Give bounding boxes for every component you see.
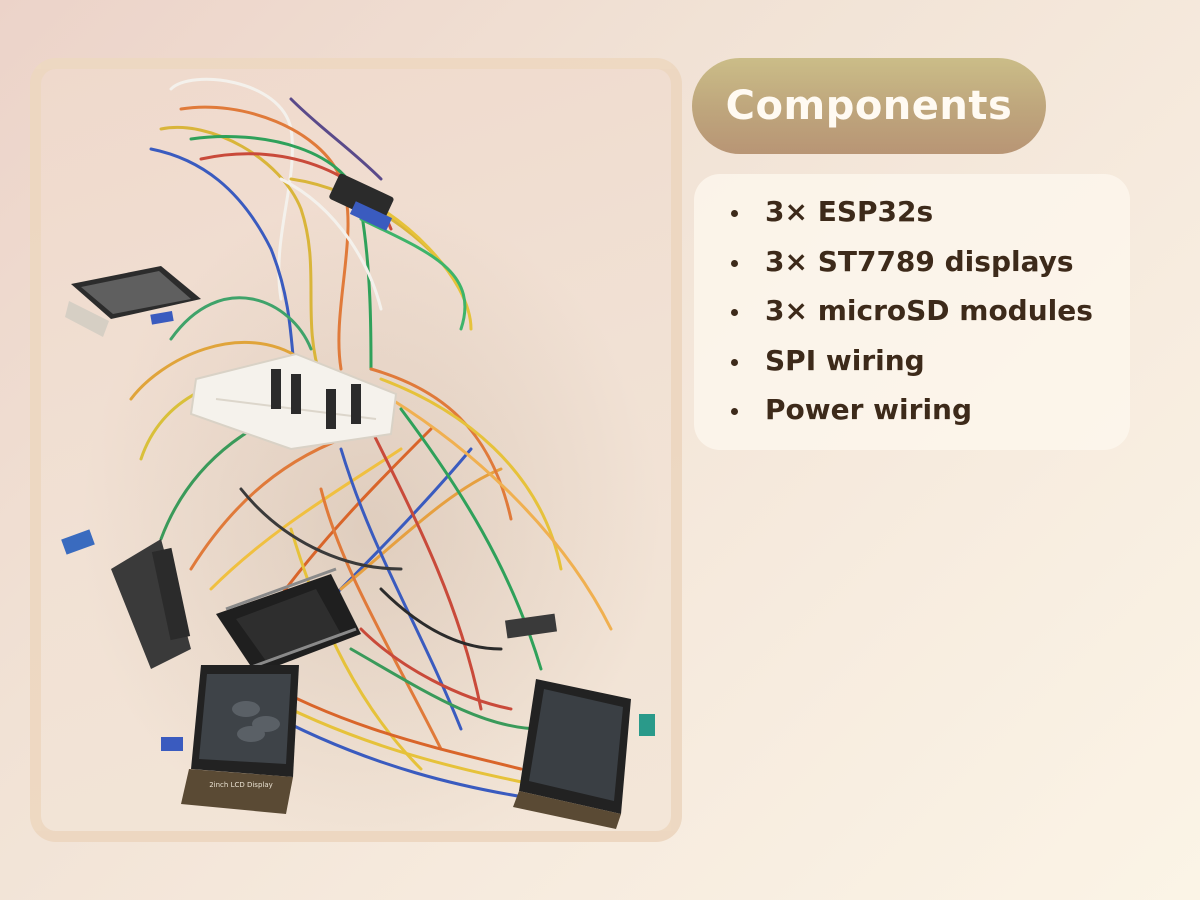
components-title-pill: Components — [692, 58, 1046, 154]
bullet-icon — [731, 210, 738, 217]
lcd-display-label: 2inch LCD Display — [209, 781, 273, 789]
list-item: 3× ST7789 displays — [728, 242, 1120, 292]
components-list-card: 3× ESP32s 3× ST7789 displays 3× microSD … — [694, 174, 1130, 450]
bullet-icon — [731, 309, 738, 316]
list-item: Power wiring — [728, 390, 1120, 440]
list-item-label: 3× ST7789 displays — [765, 244, 1074, 278]
hardware-photo: 2inch LCD Display — [30, 58, 682, 842]
list-item-label: Power wiring — [765, 393, 973, 426]
wired-hardware-illustration: 2inch LCD Display — [61, 77, 661, 831]
esp32-board — [216, 567, 361, 674]
list-item: 3× ESP32s — [728, 192, 1120, 242]
small-module-right — [504, 613, 558, 639]
small-display-top-left — [65, 266, 201, 337]
bullet-icon — [731, 358, 738, 366]
microsd-module-left — [61, 529, 191, 669]
list-item-label: 3× microSD modules — [765, 294, 1093, 327]
bullet-icon — [731, 259, 738, 267]
components-title: Components — [725, 83, 1013, 129]
breadboard — [189, 352, 398, 451]
display-bottom-right — [513, 679, 655, 829]
components-list: 3× ESP32s 3× ST7789 displays 3× microSD … — [728, 192, 1120, 440]
bullet-icon — [731, 408, 738, 415]
list-item: SPI wiring — [728, 341, 1120, 391]
display-bottom-left: 2inch LCD Display — [161, 665, 299, 814]
list-item-label: SPI wiring — [765, 343, 925, 377]
list-item: 3× microSD modules — [728, 291, 1120, 341]
list-item-label: 3× ESP32s — [765, 195, 934, 228]
top-connector-cluster — [329, 173, 394, 231]
